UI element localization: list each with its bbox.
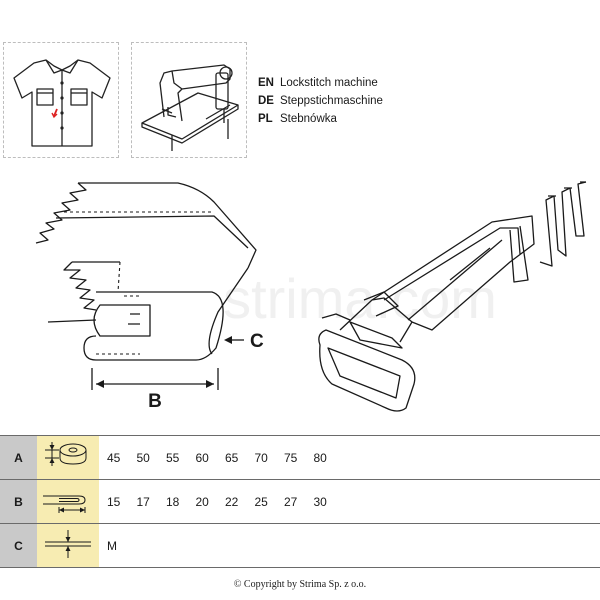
language-row-de: DE Steppstichmaschine [258, 94, 383, 108]
dimension-arrow-c [224, 336, 232, 344]
table-row-b: B 15 17 18 20 22 25 27 30 [0, 479, 600, 524]
value-cell: 22 [225, 494, 239, 509]
value-cell: 50 [136, 450, 150, 465]
value-cell: 55 [166, 450, 180, 465]
machine-name: Stebnówka [280, 113, 337, 125]
shirt-icon [13, 59, 111, 147]
spec-table: A 45 50 55 60 65 70 75 80 B [0, 435, 600, 568]
value-cells: 45 50 55 60 65 70 75 80 [99, 435, 600, 480]
tape-roll-width-icon [45, 442, 87, 466]
machine-name: Lockstitch machine [280, 77, 378, 89]
value-cell: 20 [195, 494, 209, 509]
dimension-arrow-left [96, 380, 104, 388]
row-icon-cell [37, 479, 99, 524]
value-cell: 17 [136, 494, 150, 509]
material-thickness-icon [45, 530, 91, 558]
value-cell: 15 [107, 494, 121, 509]
row-letter: C [0, 523, 37, 568]
machine-name: Steppstichmaschine [280, 95, 383, 107]
value-cell: 60 [195, 450, 209, 465]
value-cell: 45 [107, 450, 121, 465]
row-icon-cell [37, 435, 99, 480]
table-row-c: C M [0, 523, 600, 568]
value-cell: M [107, 538, 117, 553]
sewing-machine-thumbnail [131, 42, 247, 158]
table-row-a: A 45 50 55 60 65 70 75 80 [0, 435, 600, 480]
value-cells: M [99, 523, 600, 568]
technical-drawing: strima.com B C [35, 181, 587, 412]
copyright-text: © Copyright by Strima Sp. z o.o. [233, 579, 367, 590]
value-cell: 25 [254, 494, 268, 509]
language-code: DE [258, 95, 274, 107]
language-row-en: EN Lockstitch machine [258, 76, 378, 90]
language-row-pl: PL Stebnówka [258, 112, 337, 126]
watermark-text: strima.com [223, 267, 497, 330]
sewing-machine-icon [141, 64, 239, 151]
dimension-arrow-right [206, 380, 214, 388]
value-cell: 18 [166, 494, 180, 509]
value-cell: 65 [225, 450, 239, 465]
value-cell: 70 [254, 450, 268, 465]
dimension-label-c: C [250, 331, 264, 352]
dimension-label-b: B [148, 391, 162, 412]
row-letter: A [0, 435, 37, 480]
fabric-fold-illustration [35, 182, 257, 390]
value-cells: 15 17 18 20 22 25 27 30 [99, 479, 600, 524]
value-cell: 27 [284, 494, 298, 509]
language-code: PL [258, 113, 273, 125]
shirt-thumbnail [3, 42, 119, 158]
value-cell: 75 [284, 450, 298, 465]
binder-attachment-illustration [318, 181, 587, 412]
row-icon-cell [37, 523, 99, 568]
language-code: EN [258, 77, 274, 89]
value-cell: 80 [313, 450, 327, 465]
row-letter: B [0, 479, 37, 524]
value-cell: 30 [313, 494, 327, 509]
finished-width-icon [43, 495, 86, 513]
